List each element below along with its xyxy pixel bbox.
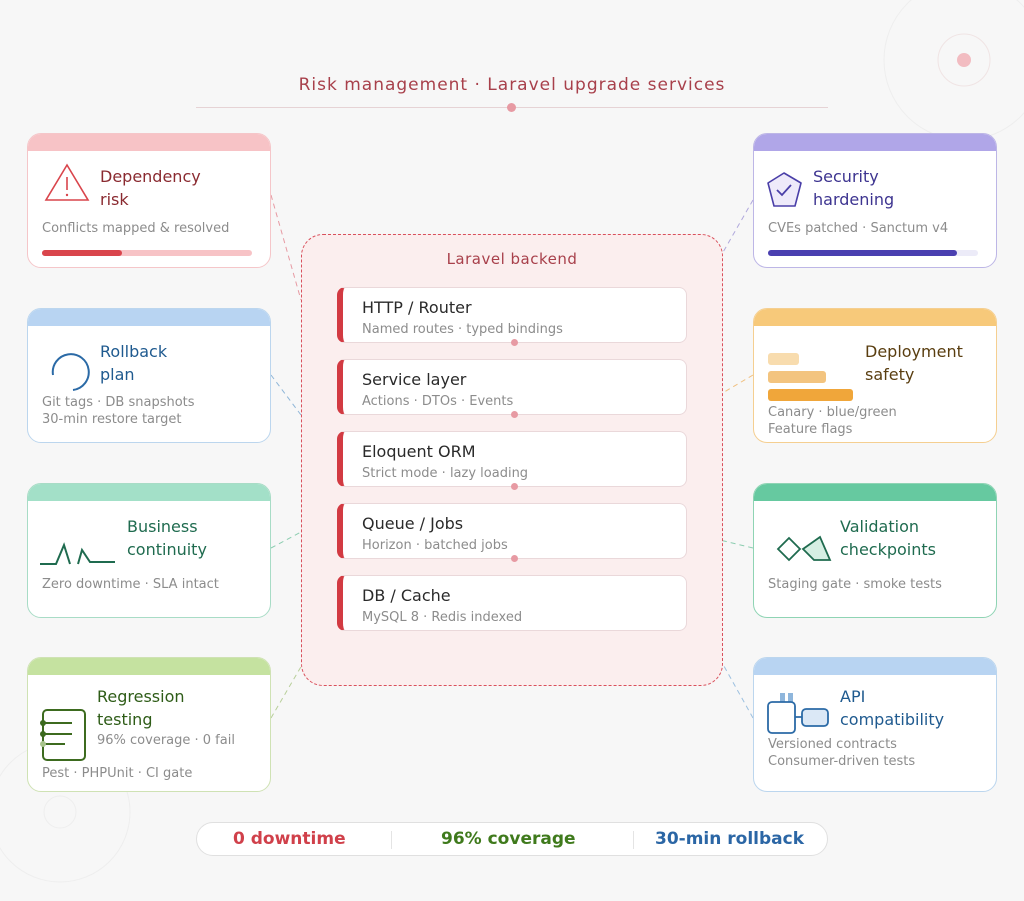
- card-subtitle: CVEs patched · Sanctum v4: [768, 221, 949, 236]
- connector-dot: [511, 411, 518, 418]
- layer-detail: MySQL 8 · Redis indexed: [362, 610, 523, 625]
- layer-detail: Horizon · batched jobs: [362, 538, 508, 553]
- card-band: [754, 484, 996, 501]
- stat-rollback: 30-min rollback: [655, 829, 805, 849]
- page-title: Risk management · Laravel upgrade servic…: [298, 75, 726, 95]
- card-band: [754, 658, 996, 675]
- progress-bar: [768, 250, 978, 256]
- card-band: [28, 309, 270, 326]
- connector-dot: [511, 483, 518, 490]
- restore-arc-icon: [51, 353, 90, 391]
- connector-dot: [511, 339, 518, 346]
- stat-coverage: 96% coverage: [441, 829, 576, 849]
- stats-bar: 0 downtime 96% coverage 30-min rollback: [196, 822, 828, 856]
- card-band: [754, 134, 996, 151]
- backend-title: Laravel backend: [446, 250, 578, 268]
- layer-name: HTTP / Router: [362, 298, 472, 317]
- layer-detail: Strict mode · lazy loading: [362, 466, 529, 481]
- card-band: [28, 658, 270, 675]
- card-subtitle: Zero downtime · SLA intact: [42, 577, 219, 592]
- layer-detail: Actions · DTOs · Events: [362, 394, 514, 409]
- card-band: [28, 484, 270, 501]
- warning-icon: [44, 163, 90, 201]
- connector-dot: [511, 555, 518, 562]
- stat-divider: [633, 831, 634, 849]
- card-band: [28, 134, 270, 151]
- shield-check-icon: [767, 172, 802, 207]
- checkpoint-icon: [776, 535, 832, 562]
- stat-divider: [391, 831, 392, 849]
- card-subtitle: Pest · PHPUnit · CI gate: [42, 766, 193, 781]
- layer-eloquent[interactable]: Eloquent ORM Strict mode · lazy loading: [337, 431, 687, 490]
- card-subtitle: Staging gate · smoke tests: [768, 577, 942, 592]
- checklist-icon: [40, 709, 86, 761]
- divider-dot: [507, 103, 516, 112]
- layer-name: Queue / Jobs: [362, 514, 464, 533]
- layer-name: Eloquent ORM: [362, 442, 476, 461]
- card-coverage-text: 96% coverage · 0 fail: [97, 733, 235, 748]
- pulse-icon: [40, 542, 115, 565]
- card-subtitle: Conflicts mapped & resolved: [42, 221, 230, 236]
- plug-icon: [767, 693, 829, 734]
- layer-detail: Named routes · typed bindings: [362, 322, 563, 337]
- layer-name: Service layer: [362, 370, 467, 389]
- progress-bar: [42, 250, 252, 256]
- staged-bars-icon: [768, 353, 853, 401]
- layer-name: DB / Cache: [362, 586, 451, 605]
- card-band: [754, 309, 996, 326]
- stat-downtime: 0 downtime: [233, 829, 346, 849]
